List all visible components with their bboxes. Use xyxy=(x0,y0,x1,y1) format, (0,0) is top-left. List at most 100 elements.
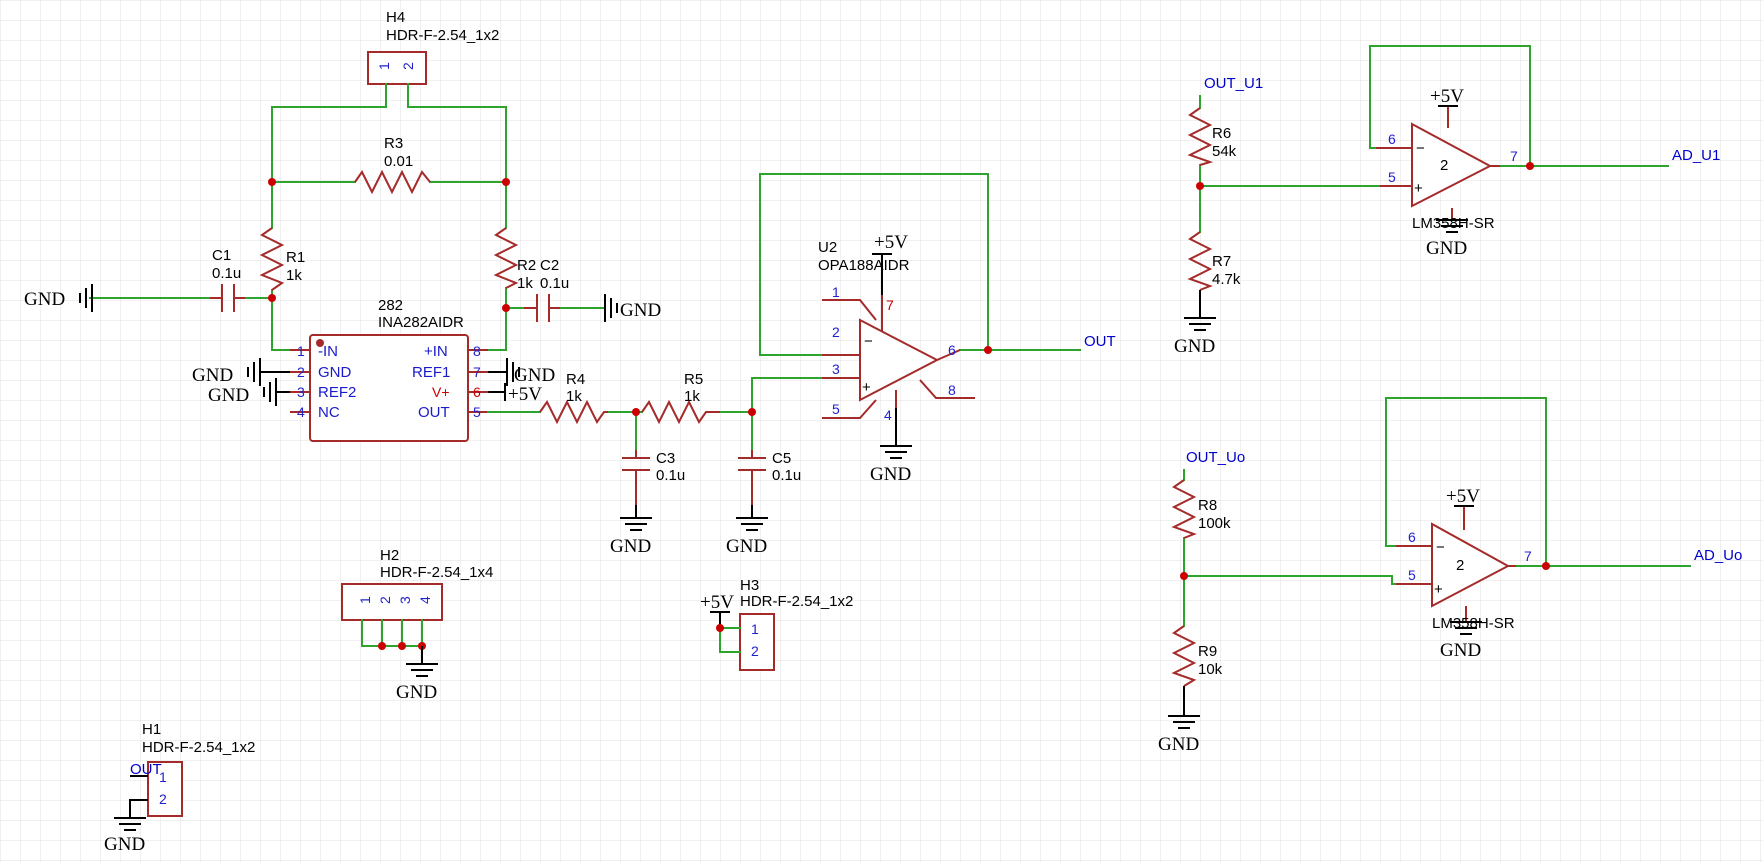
net-label-ad-u1: AD_U1 xyxy=(1672,147,1720,164)
svg-text:5: 5 xyxy=(1388,169,1396,185)
svg-text:1: 1 xyxy=(297,343,305,359)
svg-text:GND: GND xyxy=(610,536,651,557)
r4-value: 1k xyxy=(566,388,582,405)
r3-value: 0.01 xyxy=(384,153,413,170)
resistor-r4[interactable]: R4 1k xyxy=(539,371,608,425)
r7-value: 4.7k xyxy=(1212,271,1241,288)
svg-text:2: 2 xyxy=(751,643,759,659)
r8-value: 100k xyxy=(1198,515,1231,532)
svg-text:2: 2 xyxy=(159,791,167,807)
svg-text:7: 7 xyxy=(886,297,894,313)
svg-text:8: 8 xyxy=(473,343,481,359)
h1-ref: H1 xyxy=(142,721,161,738)
c1-ref: C1 xyxy=(212,247,231,264)
vcc-h3: +5V xyxy=(700,592,734,613)
svg-text:GND: GND xyxy=(726,536,767,557)
r7-ref: R7 xyxy=(1212,253,1231,270)
ina-ref: 282 xyxy=(378,297,403,314)
gnd-ina-pin7: GND xyxy=(488,358,555,386)
gnd-h2: GND xyxy=(396,646,438,703)
h4-pin-2: 2 xyxy=(400,62,416,70)
gnd-c5: GND xyxy=(726,505,768,557)
h2-value: HDR-F-2.54_1x4 xyxy=(380,564,493,581)
capacitor-c1[interactable]: C1 0.1u xyxy=(210,247,245,312)
capacitor-c3[interactable]: C3 0.1u xyxy=(622,450,685,505)
c1-value: 0.1u xyxy=(212,265,241,282)
net-label-out-uo: OUT_Uo xyxy=(1186,449,1245,466)
resistor-r8[interactable]: R8 100k xyxy=(1171,479,1231,539)
capacitor-c5[interactable]: C5 0.1u xyxy=(738,450,801,505)
svg-text:2: 2 xyxy=(1456,557,1464,574)
svg-text:3: 3 xyxy=(297,384,305,400)
svg-text:2: 2 xyxy=(1440,157,1448,174)
r9-value: 10k xyxy=(1198,661,1223,678)
gnd-r9: GND xyxy=(1158,686,1200,755)
gnd-symbol-c1: GND xyxy=(24,284,93,312)
resistor-r9[interactable]: R9 10k xyxy=(1171,625,1223,687)
svg-text:GND: GND xyxy=(620,300,661,321)
opamp-u2[interactable]: − + 1 2 3 5 4 6 7 8 U2 OPA188AIDR xyxy=(818,239,975,423)
svg-text:+5V: +5V xyxy=(1430,86,1464,107)
header-h1[interactable]: 1 2 H1 HDR-F-2.54_1x2 xyxy=(142,721,255,817)
filter-wiring xyxy=(487,173,1081,451)
r5-value: 1k xyxy=(684,388,700,405)
resistor-r3[interactable]: R3 0.01 xyxy=(354,135,431,195)
svg-text:3: 3 xyxy=(397,596,413,604)
svg-text:GND: GND xyxy=(396,682,437,703)
svg-text:4: 4 xyxy=(417,596,433,604)
header-h2[interactable]: 1 2 3 4 H2 HDR-F-2.54_1x4 xyxy=(341,547,493,621)
h1-value: HDR-F-2.54_1x2 xyxy=(142,739,255,756)
svg-text:-IN: -IN xyxy=(318,343,338,360)
resistor-r1[interactable]: R1 1k xyxy=(259,227,305,291)
r1-value: 1k xyxy=(286,267,302,284)
resistor-r5[interactable]: R5 1k xyxy=(641,371,720,425)
svg-text:6: 6 xyxy=(948,342,956,358)
opamp-u1b[interactable]: − + 6 5 7 2 LM358H-SR xyxy=(1396,506,1532,632)
svg-text:6: 6 xyxy=(473,384,481,400)
r4-ref: R4 xyxy=(566,371,585,388)
u2-minus: − xyxy=(864,333,873,350)
svg-text:1: 1 xyxy=(159,769,167,785)
header-h4[interactable]: 1 2 H4 HDR-F-2.54_1x2 xyxy=(367,9,499,85)
resistor-r2[interactable]: R2 1k xyxy=(493,227,536,292)
svg-text:1: 1 xyxy=(832,284,840,300)
capacitor-c2[interactable]: C2 0.1u xyxy=(524,257,569,322)
net-label-out: OUT xyxy=(1084,333,1116,350)
svg-text:GND: GND xyxy=(1440,640,1481,661)
resistor-r7[interactable]: R7 4.7k xyxy=(1187,231,1241,291)
svg-text:8: 8 xyxy=(948,382,956,398)
u2-ref: U2 xyxy=(818,239,837,256)
svg-text:+: + xyxy=(1434,581,1443,598)
vcc-u1a: +5V xyxy=(1430,86,1464,107)
svg-text:2: 2 xyxy=(377,596,393,604)
svg-text:GND: GND xyxy=(318,364,352,381)
svg-text:4: 4 xyxy=(297,404,305,420)
h4-ref: H4 xyxy=(386,9,405,26)
net-label-out-u1: OUT_U1 xyxy=(1204,75,1263,92)
svg-text:7: 7 xyxy=(473,364,481,380)
header-h3[interactable]: 1 2 H3 HDR-F-2.54_1x2 xyxy=(739,577,853,671)
gnd-u1a: GND xyxy=(1426,219,1468,259)
svg-text:5: 5 xyxy=(473,404,481,420)
r1-ref: R1 xyxy=(286,249,305,266)
h3-value: HDR-F-2.54_1x2 xyxy=(740,593,853,610)
r6-ref: R6 xyxy=(1212,125,1231,142)
opamp-u1a[interactable]: − + 6 5 7 2 LM358H-SR xyxy=(1376,106,1518,232)
u1a-value: LM358H-SR xyxy=(1412,215,1495,232)
r5-ref: R5 xyxy=(684,371,703,388)
vcc-ina-pin6: +5V xyxy=(488,383,542,405)
shunt-wiring xyxy=(89,83,606,351)
u2-plus: + xyxy=(862,379,871,396)
h4-value: HDR-F-2.54_1x2 xyxy=(386,27,499,44)
vcc-u1b: +5V xyxy=(1446,486,1480,507)
ic-ina282[interactable]: 282 INA282AIDR 1 2 3 4 -IN GND REF2 NC 8… xyxy=(290,297,488,442)
svg-text:GND: GND xyxy=(208,385,249,406)
svg-text:+5V: +5V xyxy=(874,232,908,253)
svg-text:GND: GND xyxy=(24,289,65,310)
svg-text:REF2: REF2 xyxy=(318,384,356,401)
resistor-r6[interactable]: R6 54k xyxy=(1187,107,1237,166)
gnd-u2: GND xyxy=(870,408,912,485)
svg-text:GND: GND xyxy=(514,365,555,386)
